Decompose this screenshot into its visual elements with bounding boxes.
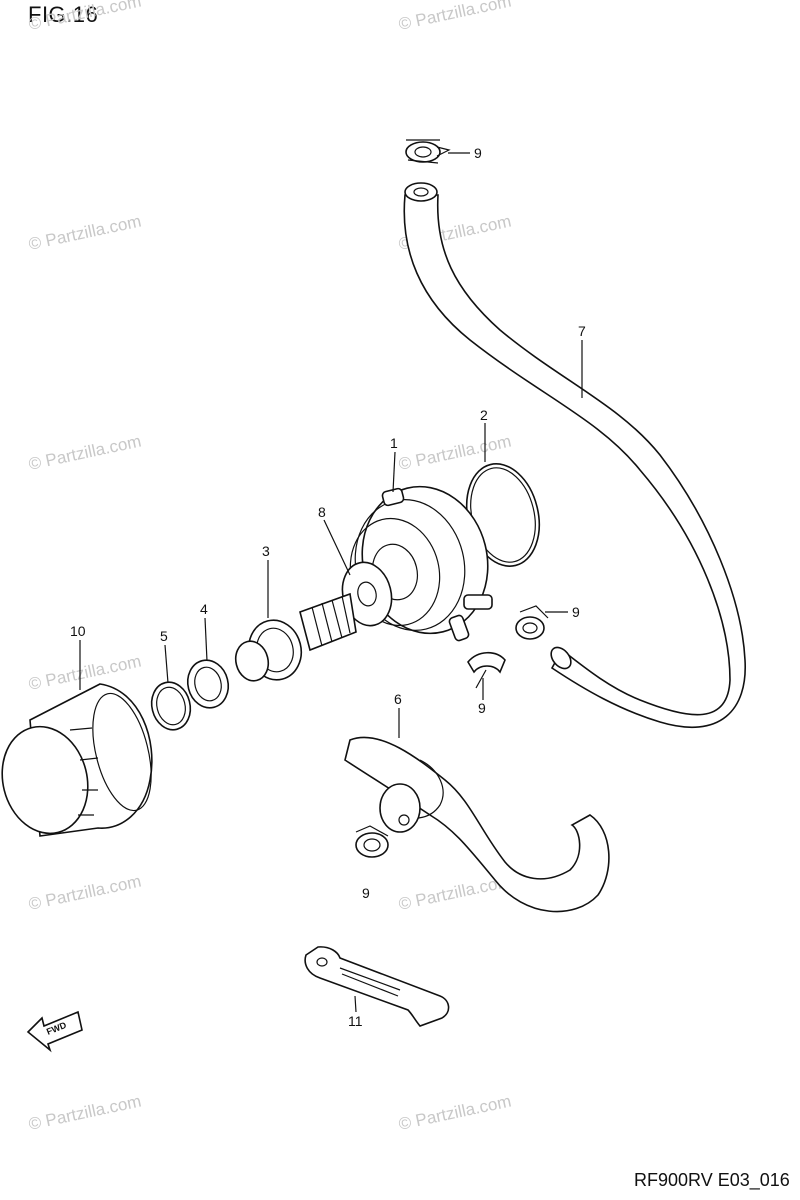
watermark-text: © Partzilla.com — [27, 0, 143, 34]
callout-3: 3 — [262, 543, 270, 559]
callout-9-top: 9 — [474, 145, 482, 161]
drawing-code: RF900RV E03_016 — [634, 1170, 790, 1190]
callout-2: 2 — [480, 407, 488, 423]
hose-clamp-mid-right[interactable] — [515, 605, 549, 640]
callout-10: 10 — [70, 623, 86, 639]
forward-direction-arrow: FWD — [26, 1010, 83, 1053]
watermark-text: © Partzilla.com — [27, 1092, 143, 1134]
hose-bracket[interactable] — [304, 946, 450, 1027]
callout-4: 4 — [200, 601, 208, 617]
callout-labels: 9 7 2 1 8 3 4 5 10 6 9 9 9 11 — [70, 145, 586, 1029]
callout-9-right: 9 — [572, 604, 580, 620]
callout-11: 11 — [348, 1013, 363, 1029]
oil-filter[interactable] — [0, 683, 162, 843]
callout-9-center: 9 — [478, 700, 486, 716]
figure-title: FIG.16 — [28, 2, 99, 27]
oil-hose-lower[interactable] — [344, 736, 610, 913]
gasket-4[interactable] — [183, 656, 233, 712]
watermark-text: © Partzilla.com — [27, 652, 143, 694]
leader-lines — [79, 152, 583, 1013]
watermark-text: © Partzilla.com — [27, 872, 143, 914]
watermark-text: © Partzilla.com — [397, 0, 513, 34]
callout-9-bottom: 9 — [362, 885, 370, 901]
watermark-text: © Partzilla.com — [27, 432, 143, 474]
hose-clamp-center[interactable] — [467, 651, 506, 689]
hose-clamp-bottom[interactable] — [355, 825, 389, 858]
callout-8: 8 — [318, 504, 326, 520]
hose-clamp-top[interactable] — [405, 139, 451, 164]
oil-hose-upper[interactable] — [403, 182, 746, 728]
union-bolt[interactable] — [232, 592, 357, 685]
callout-6: 6 — [394, 691, 402, 707]
callout-5: 5 — [160, 628, 168, 644]
watermark-text: © Partzilla.com — [27, 212, 143, 254]
callout-7: 7 — [578, 323, 586, 339]
watermark-text: © Partzilla.com — [397, 1092, 513, 1134]
callout-1: 1 — [390, 435, 398, 451]
gasket-5[interactable] — [147, 678, 195, 734]
